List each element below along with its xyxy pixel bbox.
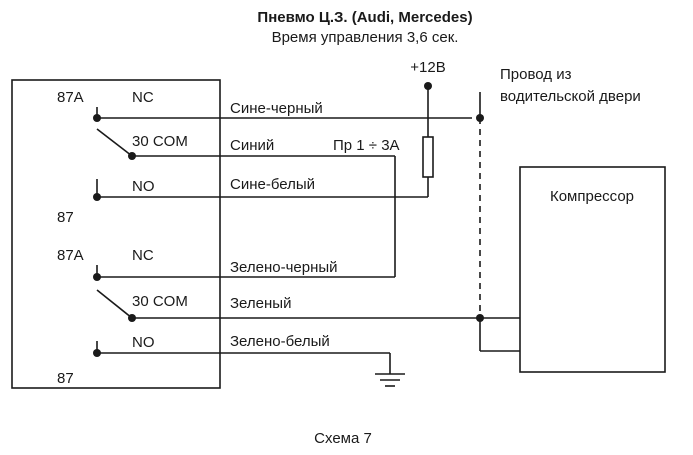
- relay1-pin-87a: 87A: [57, 89, 84, 106]
- wire-label-blue-white: Сине-белый: [230, 176, 315, 193]
- junction-blue-black: [476, 114, 484, 122]
- relay2-switch-arm: [96, 289, 133, 319]
- fuse-symbol: [422, 136, 434, 178]
- relay1-no-label: NO: [132, 178, 155, 195]
- ground-icon: [375, 373, 405, 387]
- junction-green: [476, 314, 484, 322]
- fuse-label: Пр 1 ÷ 3А: [333, 137, 400, 154]
- door-wire-label-line1: Провод из: [500, 66, 572, 83]
- relay2-no-label: NO: [132, 334, 155, 351]
- relay1-nc-label: NC: [132, 89, 154, 106]
- relay-module-box: [11, 79, 221, 389]
- relay1-switch-arm: [96, 128, 133, 157]
- door-wire-label-line2: водительской двери: [500, 88, 641, 105]
- wire-label-green: Зеленый: [230, 295, 291, 312]
- diagram-caption: Схема 7: [314, 430, 372, 447]
- relay2-nc-label: NC: [132, 247, 154, 264]
- compressor-box: [519, 166, 666, 373]
- wire-label-blue-black: Сине-черный: [230, 100, 323, 117]
- diagram-title: Пневмо Ц.З. (Audi, Mercedes): [257, 9, 472, 26]
- diagram-subtitle: Время управления 3,6 сек.: [272, 29, 459, 46]
- power-label: +12В: [410, 59, 445, 76]
- compressor-label: Компрессор: [550, 188, 634, 205]
- wire-label-blue: Синий: [230, 137, 274, 154]
- wire-label-green-black: Зелено-черный: [230, 259, 338, 276]
- relay1-pin-87: 87: [57, 209, 74, 226]
- relay2-com-label: 30 COM: [132, 293, 188, 310]
- relay1-com-label: 30 COM: [132, 133, 188, 150]
- wire-label-green-white: Зелено-белый: [230, 333, 330, 350]
- relay2-pin-87a: 87A: [57, 247, 84, 264]
- relay2-pin-87: 87: [57, 370, 74, 387]
